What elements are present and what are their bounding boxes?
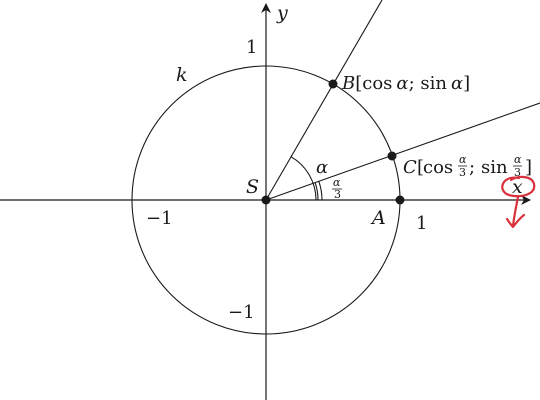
point-c-separator: ; bbox=[469, 157, 475, 178]
angle-third-denominator: 3 bbox=[334, 188, 341, 201]
angle-alpha-label: α bbox=[316, 157, 328, 178]
point-c-sin-denominator: 3 bbox=[514, 166, 521, 179]
red-annotation bbox=[501, 175, 536, 229]
point-b-cos: cos bbox=[362, 73, 392, 94]
point-c-label: C [ cos α 3 ; sin α 3 ] bbox=[403, 153, 532, 179]
point-c-open-bracket: [ bbox=[417, 157, 424, 178]
angle-alpha-third-label: α 3 bbox=[332, 176, 342, 201]
point-b-separator: ; bbox=[409, 73, 421, 94]
point-c-cos-numerator: α bbox=[459, 153, 467, 166]
x-axis-label: x bbox=[512, 176, 523, 198]
angle-third-numerator: α bbox=[333, 176, 341, 189]
y-tick-positive-one: 1 bbox=[246, 37, 257, 58]
point-b-open-bracket: [ bbox=[355, 73, 362, 94]
point-s-dot bbox=[261, 195, 271, 205]
point-b-name: B bbox=[341, 73, 355, 94]
circle-label-k: k bbox=[176, 64, 188, 86]
point-b-alpha-1: α bbox=[396, 73, 408, 94]
point-c-cos: cos bbox=[423, 157, 453, 178]
point-c-cos-denominator: 3 bbox=[459, 166, 466, 179]
y-tick-negative-one: −1 bbox=[228, 302, 255, 323]
point-c-dot bbox=[387, 151, 397, 161]
x-tick-negative-one: −1 bbox=[146, 208, 173, 229]
point-b-dot bbox=[328, 79, 338, 89]
point-c-name: C bbox=[403, 157, 417, 178]
point-c-sin: sin bbox=[481, 157, 508, 178]
point-b-close-bracket: ] bbox=[463, 73, 470, 94]
center-label-s: S bbox=[246, 176, 259, 198]
y-axis-label: y bbox=[276, 2, 288, 24]
point-b-alpha-2: α bbox=[451, 73, 463, 94]
red-circle-mark bbox=[501, 175, 536, 198]
angle-arc-third-inner bbox=[314, 182, 319, 201]
point-a-label: A bbox=[370, 207, 386, 229]
red-arrow-mark bbox=[505, 195, 526, 229]
point-c-close-bracket: ] bbox=[525, 157, 532, 178]
angle-arc-third-outer bbox=[318, 181, 323, 201]
ray-alpha-third bbox=[265, 102, 540, 201]
angle-arc-alpha bbox=[290, 156, 317, 201]
point-c-sin-numerator: α bbox=[514, 153, 522, 166]
point-a-dot bbox=[395, 195, 405, 205]
point-b-sin: sin bbox=[420, 73, 447, 94]
x-tick-positive-one: 1 bbox=[416, 213, 427, 234]
ray-alpha bbox=[265, 0, 383, 201]
